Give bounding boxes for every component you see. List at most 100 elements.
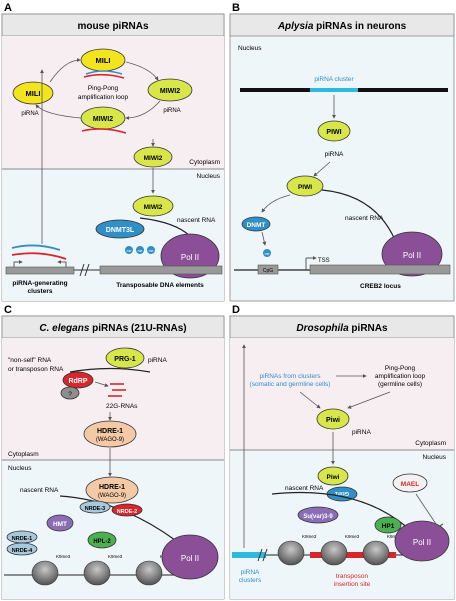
svg-text:nascent RNA: nascent RNA [345, 215, 384, 222]
svg-text:MIWI2: MIWI2 [93, 116, 113, 123]
svg-text:B: B [232, 2, 240, 14]
suvar-protein [297, 506, 339, 524]
cytoplasm-region [230, 338, 454, 450]
svg-text:Nucleus: Nucleus [8, 465, 32, 472]
svg-text:K9me3: K9me3 [56, 554, 71, 559]
svg-text:CpG: CpG [263, 268, 273, 274]
svg-text:Piwi: Piwi [326, 474, 339, 481]
svg-text:K9me3: K9me3 [302, 534, 317, 539]
miwi2-protein [133, 146, 173, 168]
svg-text:MIWI2: MIWI2 [144, 204, 163, 211]
svg-text:NRDE-1: NRDE-1 [12, 536, 32, 542]
svg-text:Nucleus: Nucleus [238, 45, 262, 52]
svg-text:clusters: clusters [239, 577, 262, 584]
svg-text:MILI: MILI [26, 89, 41, 98]
nucleosomes [277, 540, 390, 566]
svg-text:K9me3: K9me3 [345, 534, 360, 539]
svg-text:or transposon RNA: or transposon RNA [8, 366, 64, 373]
svg-text:me: me [149, 249, 154, 253]
rdrp-protein [62, 371, 94, 389]
22g-rnas [108, 383, 126, 397]
svg-text:22G-RNAs: 22G-RNAs [106, 403, 138, 410]
prg1-protein [105, 347, 145, 369]
svg-text:piRNA: piRNA [148, 357, 167, 364]
svg-text:piRNAs from clusters: piRNAs from clusters [259, 373, 321, 380]
svg-text:me: me [138, 249, 143, 253]
svg-text:MAEL: MAEL [401, 481, 419, 488]
piwi-protein [317, 120, 351, 142]
svg-text:PRG-1: PRG-1 [114, 356, 136, 363]
svg-text:DNMT: DNMT [247, 222, 266, 229]
panel-title: Aplysia piRNAs in neurons [277, 21, 407, 32]
svg-text:Ping-Pong: Ping-Pong [88, 85, 119, 92]
svg-text:PIWI: PIWI [298, 184, 312, 191]
svg-text:piRNA: piRNA [241, 569, 260, 576]
svg-text:Cytoplasm: Cytoplasm [189, 159, 220, 166]
svg-text:Gtsf1: Gtsf1 [335, 490, 349, 496]
cluster-dna [5, 266, 75, 275]
svg-text:Pol II: Pol II [181, 253, 199, 262]
svg-text:(somatic and germline cells): (somatic and germline cells) [250, 381, 331, 388]
svg-text:NRDE-3: NRDE-3 [85, 506, 105, 512]
svg-text:NRDE-2: NRDE-2 [117, 509, 137, 515]
hpl2-protein [87, 531, 117, 549]
cpg-site [257, 264, 279, 275]
svg-text:"non-self" RNA: "non-self" RNA [8, 357, 52, 364]
svg-text:RdRP: RdRP [68, 378, 87, 385]
svg-text:PIWI: PIWI [326, 129, 341, 136]
svg-text:(germline cells): (germline cells) [378, 381, 422, 388]
svg-text:Pol II: Pol II [181, 554, 199, 563]
pol2-protein [161, 534, 219, 580]
svg-text:K9me3: K9me3 [387, 534, 402, 539]
svg-text:Piwi: Piwi [326, 417, 340, 424]
panel-a: A mouse piRNAs MILI piRNA MILI MIWI2 piR… [1, 2, 225, 302]
methyl-marks: me me me [125, 246, 155, 254]
svg-text:Cytoplasm: Cytoplasm [415, 440, 446, 447]
svg-text:Cytoplasm: Cytoplasm [8, 451, 39, 458]
transposable-dna [99, 265, 223, 275]
panel-header [229, 13, 455, 37]
pirna-clusters-dna [232, 552, 266, 558]
svg-text:CREB2 locus: CREB2 locus [360, 283, 401, 290]
mael-protein [392, 473, 428, 493]
piwi-protein [317, 466, 349, 486]
svg-text:nascent RNA: nascent RNA [285, 485, 324, 492]
svg-text:piRNA-generating: piRNA-generating [12, 280, 67, 287]
hmt-protein [46, 514, 74, 532]
transposon-insertion [310, 552, 396, 558]
svg-text:Su(var)3-9: Su(var)3-9 [303, 514, 333, 520]
svg-text:D: D [232, 304, 240, 316]
panel-d: D Drosophila piRNAs piRNAs from clusters… [229, 304, 455, 600]
panel-letter: A [4, 2, 12, 14]
hp1-protein [374, 516, 402, 534]
dnmt3l-protein [95, 219, 145, 239]
svg-text:Pol II: Pol II [413, 538, 431, 547]
panel-title: mouse piRNAs [77, 21, 149, 32]
piwi-protein [286, 175, 324, 197]
panel-title: C. elegans piRNAs (21U-RNAs) [39, 323, 186, 334]
panel-b: B Aplysia piRNAs in neurons Nucleus piRN… [229, 2, 455, 302]
svg-text:insertion site: insertion site [334, 581, 371, 588]
svg-text:Transposable DNA elements: Transposable DNA elements [116, 282, 204, 289]
dnmt-protein [241, 216, 271, 232]
pirna-cluster [310, 88, 358, 92]
piwi-protein [316, 408, 350, 430]
svg-text:piRNA: piRNA [163, 108, 180, 114]
svg-text:clusters: clusters [28, 288, 53, 295]
pol2-protein [394, 520, 450, 562]
svg-text:?: ? [68, 391, 72, 398]
svg-text:HP1: HP1 [382, 523, 395, 530]
panel-title: Drosophila piRNAs [296, 323, 388, 334]
svg-text:Nucleus: Nucleus [423, 454, 447, 461]
svg-text:Ping-Pong: Ping-Pong [385, 365, 416, 372]
svg-text:amplification loop: amplification loop [78, 94, 129, 101]
miwi2-protein [132, 195, 174, 217]
creb2-locus [309, 264, 451, 275]
nrde4-protein [6, 542, 38, 556]
svg-text:MILI: MILI [96, 56, 111, 65]
svg-text:MIWI2: MIWI2 [144, 155, 163, 162]
svg-text:piRNA: piRNA [352, 429, 371, 436]
panel-c: C C. elegans piRNAs (21U-RNAs) "non-self… [1, 304, 225, 600]
hdre1-protein [83, 420, 137, 448]
